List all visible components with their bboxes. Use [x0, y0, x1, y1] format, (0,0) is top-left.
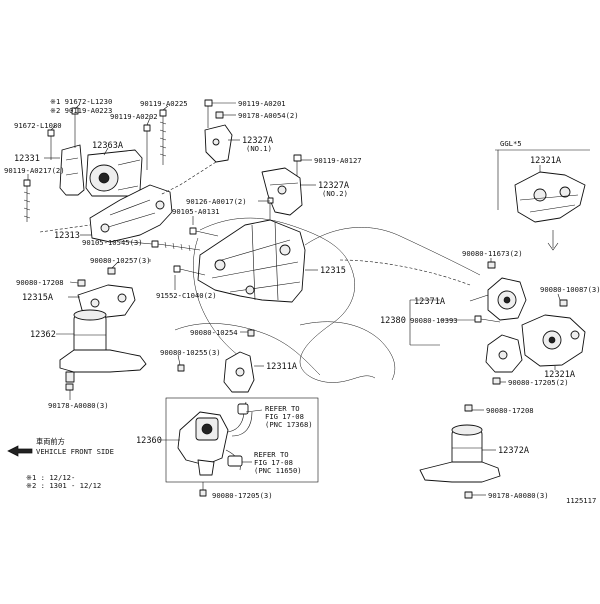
label-90080-10087: 90080-10087(3): [540, 285, 600, 294]
nut-90080-10254: [247, 329, 255, 337]
label-12331: 12331: [14, 154, 40, 164]
label-90080-17208-top: 90080-17208: [16, 278, 64, 287]
part-12321A-mid: [521, 314, 586, 367]
label-12315A: 12315A: [22, 293, 54, 303]
label-90080-10255: 90080-10255(3): [160, 348, 221, 357]
leader-lines: [27, 102, 561, 496]
label-90080-17205-bottom: 90080-17205(3): [212, 491, 273, 500]
nut-90080-17208-right: [464, 404, 473, 412]
label-12362: 12362: [30, 330, 56, 340]
bolt-91672-L1230: [71, 107, 79, 148]
nuts-90080-10087: [559, 299, 568, 307]
label-no1: (NO.1): [246, 144, 272, 153]
label-12321A-mid: 12321A: [544, 370, 576, 380]
nuts-90080-17205-right: [492, 377, 501, 385]
part-12380-bracket: [409, 299, 523, 373]
label-refer2-c: (PNC 11650): [254, 466, 302, 475]
bolt-90126-A0017: [267, 197, 274, 222]
bolts-90105-10545: [151, 240, 201, 252]
label-12327A: 12327A: [242, 136, 274, 146]
label-12327A-2: 12327A: [318, 181, 350, 191]
bolt-90119-A0201: [204, 99, 213, 128]
label-90105-10545: 90105-10545(3): [82, 238, 143, 247]
label-catalog-number: 1125117: [566, 496, 596, 505]
label-90178-A0080-left: 90178-A0080(3): [48, 401, 109, 410]
bolt-90119-A0217: [23, 179, 31, 222]
label-90080-11673: 90080-11673(2): [462, 249, 523, 258]
label-90080-17205-right: 90080-17205(2): [508, 378, 569, 387]
label-91672-L1080: 91672-L1080: [14, 121, 62, 130]
part-12327A-no1: [159, 124, 233, 196]
label-refer1-c: (PNC 17368): [265, 420, 313, 429]
part-12327A-no2: [261, 167, 303, 216]
nuts-90080-17205-bottom: [199, 489, 207, 497]
part-12313-bracket: [39, 184, 173, 243]
label-ggl15: GGL*5: [500, 139, 522, 148]
label-12372A: 12372A: [498, 446, 530, 456]
label-12363A: 12363A: [92, 141, 124, 151]
engine-outline: [174, 217, 481, 383]
label-90119-A0225: 90119-A0225: [140, 99, 188, 108]
label-90080-10393: 90080-10393: [410, 316, 458, 325]
label-90105-A0131: 90105-A0131: [172, 207, 220, 216]
label-12371A: 12371A: [414, 297, 446, 307]
label-12380: 12380: [380, 316, 406, 326]
nuts-90178-A0080-right: [464, 491, 473, 499]
bolts-91552-C1040: [173, 265, 206, 276]
bolt-90080-10393: [474, 315, 501, 323]
label-refer2-b: FIG 17-08: [254, 458, 293, 467]
label-90126-A0017: 90126-A0017(2): [186, 197, 247, 206]
label-91672-L1230: ※1 91672-L1230: [50, 97, 112, 106]
label-90080-17208-right: 90080-17208: [486, 406, 534, 415]
label-12313: 12313: [54, 231, 80, 241]
label-90080-10257: 90080-10257(3): [90, 256, 151, 265]
part-12311A-bracket: [223, 351, 255, 393]
part-12321A-top: [514, 171, 586, 223]
nut-90080-17208-top: [77, 279, 86, 287]
label-note1: ※1 : 12/12-: [26, 473, 75, 482]
label-90119-A0201: 90119-A0201: [238, 99, 286, 108]
label-90119-A0217: 90119-A0217(2): [4, 166, 65, 175]
part-12315-bracket: [197, 219, 306, 303]
nut-90080-10257: [107, 267, 116, 275]
nuts-90080-10255: [177, 364, 185, 372]
label-vehicle-front-jp: 車両前方: [36, 437, 65, 446]
bolt-91672-L1080: [47, 129, 55, 160]
bolt-90119-A0225: [159, 109, 167, 165]
part-12331-bracket: [59, 144, 85, 196]
nut-90080-11673: [487, 261, 496, 269]
part-12363A-rubber: [85, 149, 143, 197]
label-90178-A0080-right: 90178-A0080(3): [488, 491, 549, 500]
label-12311A: 12311A: [266, 362, 298, 372]
label-91552-C1040: 91552-C1040(2): [156, 291, 217, 300]
vehicle-front-arrow-icon: [7, 445, 33, 457]
label-90119-A0223: ※2 90119-A0223: [50, 106, 112, 115]
label-12315: 12315: [320, 266, 346, 276]
bolt-90119-A0202: [143, 124, 151, 170]
label-90080-10254: 90080-10254: [190, 328, 238, 337]
label-no2: (NO.2): [322, 189, 348, 198]
label-12321A-top: 12321A: [530, 156, 562, 166]
label-90119-A0202: 90119-A0202: [110, 112, 158, 121]
label-refer1-b: FIG 17-08: [265, 412, 304, 421]
part-12372A-mount: [419, 424, 501, 483]
label-90178-A0054: 90178-A0054(2): [238, 111, 299, 120]
nut-90178-A0080-left: [65, 383, 74, 391]
label-refer2-a: REFER TO: [254, 450, 289, 459]
box-ggl15: [495, 149, 590, 210]
label-note2: ※2 : 1301 - 12/12: [26, 481, 101, 490]
part-12362-mount: [59, 309, 147, 383]
nut-90178-A0054: [215, 111, 224, 119]
label-12360: 12360: [136, 436, 162, 446]
down-arrow-icon: [547, 230, 559, 251]
box-12360: [165, 397, 319, 483]
bolt-90105-A0131: [189, 227, 219, 237]
label-90119-A0127: 90119-A0127: [314, 156, 362, 165]
label-refer1-a: REFER TO: [265, 404, 300, 413]
part-labels: ※1 91672-L1230 ※2 90119-A0223 90119-A022…: [4, 97, 600, 505]
part-12371A-mount: [487, 277, 527, 321]
label-vehicle-front: VEHICLE FRONT SIDE: [36, 447, 114, 456]
